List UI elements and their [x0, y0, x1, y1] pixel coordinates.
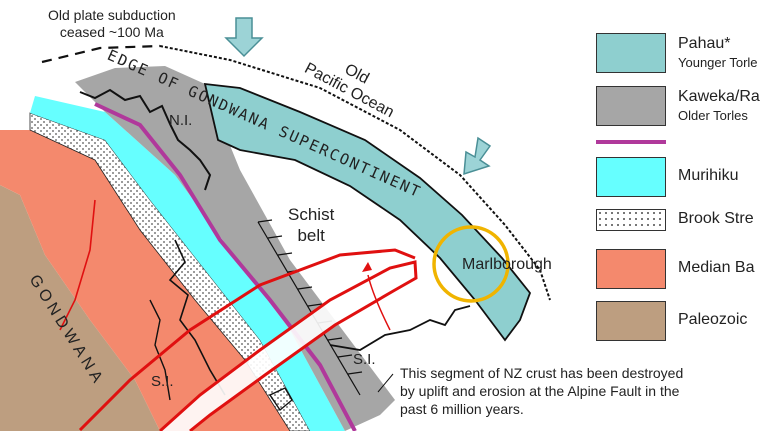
- marlborough-label: Marlborough: [462, 256, 552, 273]
- legend-sublabel-pahau: Younger Torle: [678, 55, 758, 70]
- ni-label: N.I.: [169, 112, 193, 129]
- legend-swatch-median: [596, 249, 666, 289]
- ni-coastline: [79, 88, 212, 191]
- note-line2: by uplift and erosion at the Alpine Faul…: [400, 383, 680, 399]
- rotation-arrow-head: [362, 262, 372, 272]
- subduction-note: Old plate subduction ceased ~100 Ma: [48, 7, 176, 41]
- legend-label-kaweka: Kaweka/Ra: [678, 88, 760, 105]
- legend-swatch-brook-street: [596, 209, 666, 231]
- legend-label-paleozoic: Paleozoic: [678, 311, 748, 328]
- rotation-arrow: [367, 274, 391, 331]
- legend-swatch-paleozoic: [596, 301, 666, 341]
- si-label-center: S.I.: [353, 351, 376, 368]
- destroyed-crust-outline: [158, 260, 418, 431]
- small-island: [268, 387, 293, 412]
- schist-label-line1: Schist: [288, 205, 335, 224]
- gondwana-edge-solid: [159, 45, 551, 301]
- note-line3: past 6 million years.: [400, 401, 524, 417]
- red-fault-line-1: [78, 248, 416, 431]
- magenta-boundary-line: [94, 102, 357, 431]
- si-coastline: [168, 239, 226, 396]
- legend-label-murihiku: Murihiku: [678, 167, 739, 184]
- legend-line-magenta: [596, 140, 666, 144]
- si-west-coastline: [149, 299, 171, 401]
- legend-swatch-murihiku: [596, 157, 666, 197]
- subduction-note-line2: ceased ~100 Ma: [59, 24, 164, 40]
- subduction-arrow-1: [224, 17, 264, 58]
- pahau-zone: [203, 82, 532, 342]
- legend-label-median: Median Ba: [678, 259, 755, 276]
- marlborough-circle: [432, 225, 510, 303]
- legend-label-pahau: Pahau*: [678, 35, 731, 52]
- si-coastline-east: [329, 305, 471, 351]
- gondwana-edge-dashed: [41, 44, 161, 64]
- median-batholith-zone: [0, 130, 290, 431]
- schist-label-line2: belt: [297, 226, 325, 245]
- destroyed-crust-note: This segment of NZ crust has been destro…: [400, 364, 683, 418]
- legend-swatch-kaweka: [596, 86, 666, 126]
- subduction-note-line1: Old plate subduction: [48, 7, 176, 23]
- legend-sublabel-kaweka: Older Torles: [678, 108, 748, 123]
- paleozoic-zone: [0, 185, 160, 431]
- red-fault-line-2: [59, 199, 96, 331]
- note-pointer-line: [377, 373, 394, 393]
- legend-swatch-pahau: [596, 33, 666, 73]
- subduction-arrow-2: [463, 136, 492, 176]
- note-line1: This segment of NZ crust has been destro…: [400, 365, 684, 381]
- schist-belt-label: Schist belt: [288, 204, 334, 246]
- si-label-left: S.I.: [151, 373, 174, 390]
- legend-label-brook-street: Brook Stre: [678, 210, 754, 227]
